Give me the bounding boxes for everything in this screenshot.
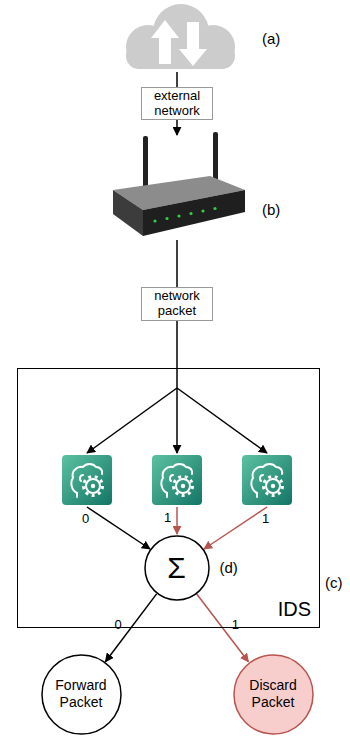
router-illustration-part [113,190,143,236]
box-title: IDS [278,598,311,621]
router-illustration-part [213,132,218,184]
cloud-node: (a) [113,2,241,72]
router-node: (b) [105,135,250,240]
edge-label: 0 [114,618,121,633]
ml-model-icons-part [242,455,292,505]
branch-arrows-part [176,388,178,453]
vote-arrows-part [176,507,178,534]
router-illustration-part [189,212,192,215]
ml-model-icons-part [152,455,202,505]
vote-arrows-part [204,507,267,549]
edge-label: external network [141,87,213,121]
sum-circle: Σ(d) [144,535,210,601]
callout-letter: (c) [325,574,343,591]
ids-box: IDS(c)Σ(d) [17,368,320,628]
sum-symbol: Σ [167,553,186,583]
branch-arrows-part [87,388,177,453]
router-illustration [113,132,245,236]
discard-circle-outline [234,655,313,734]
router-illustration-part [201,209,204,212]
callout-letter: (a) [262,30,280,47]
vote-value: 0 [82,512,89,527]
cloud-icon-part [179,22,207,66]
callout-letter: (b) [262,201,280,218]
router-illustration-part [213,207,216,210]
cloud-icon-part [151,20,179,64]
vote-value: 1 [164,511,171,526]
branch-arrows [87,368,267,453]
forward-circle: Forward Packet [41,654,122,735]
ml-model-icons-part [62,455,112,505]
router-illustration-part [177,214,180,217]
edge-label: network packet [141,287,213,321]
forward-circle-outline [42,655,121,734]
router-illustration-part [153,219,156,222]
cloud-icon-part [126,42,235,69]
outcome-label: Discard Packet [242,677,304,711]
router-illustration-part [143,190,245,236]
vote-value: 1 [262,512,269,527]
branch-arrows-part [176,368,178,388]
branch-arrows-part [177,388,267,453]
outcome-label: Forward Packet [50,677,112,711]
edge-label: 1 [232,618,239,633]
vote-arrows-part [87,507,150,549]
router-illustration-part [165,217,168,220]
callout-letter: (d) [220,559,238,576]
discard-circle: Discard Packet [233,654,314,735]
sum-circle-outline [145,536,209,600]
cloud-icon [126,4,235,69]
ml-model-icons [62,455,292,505]
